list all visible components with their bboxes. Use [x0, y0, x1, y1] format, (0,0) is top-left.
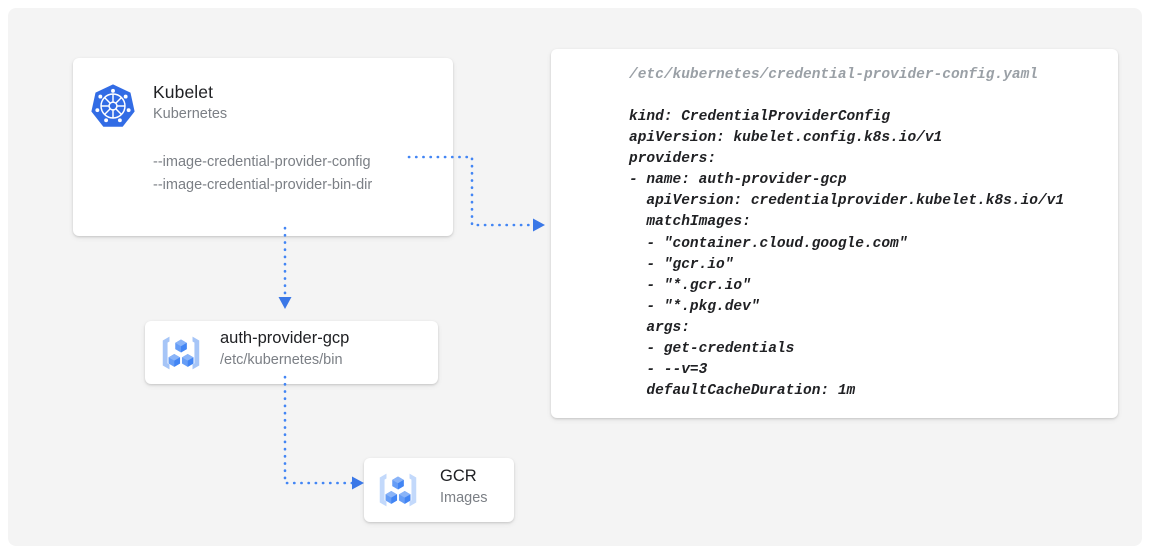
diagram-canvas: Kubelet Kubernetes --image-credential-pr…: [8, 8, 1142, 546]
gcp-container-registry-icon: [157, 329, 205, 377]
config-file-contents: kind: CredentialProviderConfig apiVersio…: [629, 109, 1065, 400]
gcr-title: GCR: [440, 467, 477, 485]
auth-provider-gcp-node-card[interactable]: auth-provider-gcp /etc/kubernetes/bin: [145, 321, 438, 384]
auth-provider-title: auth-provider-gcp: [220, 329, 350, 347]
kubelet-flag-bin-dir: --image-credential-provider-bin-dir: [153, 177, 373, 193]
gcr-subtitle: Images: [440, 490, 488, 506]
auth-provider-subtitle: /etc/kubernetes/bin: [220, 352, 343, 368]
gcp-container-registry-icon: [374, 466, 422, 514]
kubelet-flag-config: --image-credential-provider-config: [153, 154, 371, 170]
kubelet-subtitle: Kubernetes: [153, 106, 228, 122]
kubelet-title: Kubelet: [153, 82, 214, 102]
config-file-path: /etc/kubernetes/credential-provider-conf…: [629, 67, 1038, 83]
gcr-node-card[interactable]: GCR Images: [364, 458, 514, 522]
kubelet-node-card[interactable]: Kubelet Kubernetes --image-credential-pr…: [73, 58, 453, 236]
credential-provider-config-card[interactable]: /etc/kubernetes/credential-provider-conf…: [551, 49, 1118, 418]
kubernetes-logo-icon: [90, 83, 136, 129]
